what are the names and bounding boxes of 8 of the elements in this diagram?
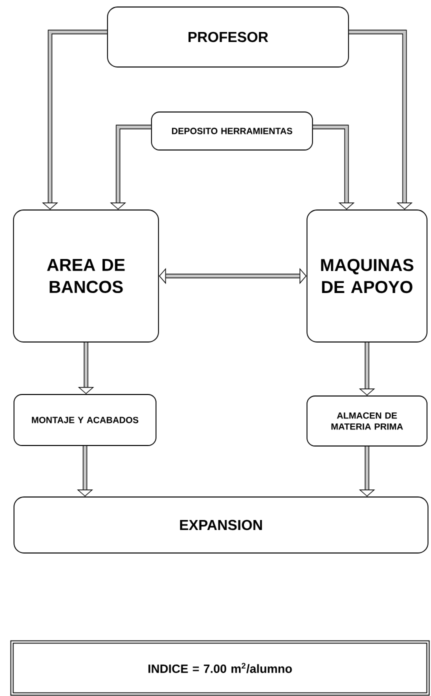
process-box: DEPOSITO HERRAMIENTAS — [151, 112, 313, 150]
process-box: ALMACEN DE MATERIA PRIMA — [306, 396, 428, 446]
process-box: EXPANSION — [14, 496, 428, 554]
process-box: MAQUINAS DE APOYO — [306, 210, 428, 342]
process-box: MONTAJE Y ACABADOS — [14, 394, 156, 446]
process-box: PROFESOR — [107, 6, 349, 68]
process-box: AREA DE BANCOS — [13, 210, 159, 342]
index-box: INDICE = 7.00 m$^{2}$/alumno — [10, 640, 430, 696]
